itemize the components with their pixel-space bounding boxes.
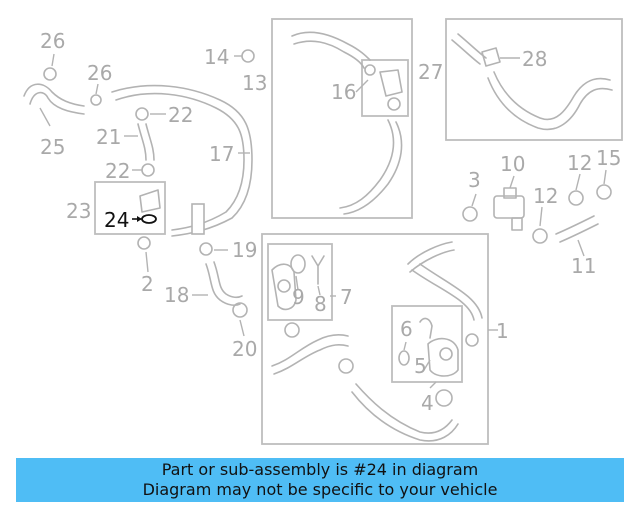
info-banner: Part or sub-assembly is #24 in diagram D…: [16, 458, 624, 502]
callout-3: 3: [468, 168, 481, 192]
callout-10: 10: [500, 152, 525, 176]
callout-12-right: 12: [567, 151, 592, 175]
fitting-28: [481, 47, 501, 67]
housing-5: [427, 337, 459, 377]
callout-11: 11: [571, 254, 596, 278]
callout-6: 6: [400, 317, 413, 341]
hose-1-upper: [407, 241, 483, 321]
callout-12-left: 12: [533, 184, 558, 208]
callout-14: 14: [204, 45, 229, 69]
callout-15: 15: [596, 146, 621, 170]
callout-8: 8: [314, 292, 327, 316]
box-1: [261, 233, 489, 445]
callout-26-right: 26: [87, 61, 112, 85]
box-27: [445, 18, 623, 141]
box-13: [271, 18, 413, 219]
callout-26-left: 26: [40, 29, 65, 53]
callout-9: 9: [292, 285, 305, 309]
callout-23: 23: [66, 199, 91, 223]
hose-13: [291, 31, 403, 215]
leader-24: [132, 216, 142, 222]
callout-22-top: 22: [168, 103, 193, 127]
callout-17: 17: [209, 142, 234, 166]
callout-19: 19: [232, 238, 257, 262]
callout-4: 4: [421, 391, 434, 415]
oring-24: [141, 214, 157, 224]
callout-16: 16: [331, 80, 356, 104]
seal-9: [290, 254, 306, 274]
banner-line-2: Diagram may not be specific to your vehi…: [142, 480, 498, 499]
sensor-6: [398, 317, 433, 366]
callout-25: 25: [40, 135, 65, 159]
hose-21: [137, 123, 155, 161]
box-7: [267, 243, 333, 321]
callout-20: 20: [232, 337, 257, 361]
pipe-17: [111, 84, 253, 237]
leader-lines: [39, 53, 607, 389]
callout-28: 28: [522, 47, 547, 71]
housing-16: [379, 69, 403, 111]
callout-1: 1: [496, 319, 509, 343]
housing-9: [271, 263, 297, 311]
hose-25: [23, 83, 85, 115]
sensor-8: [311, 255, 325, 285]
callout-27: 27: [418, 60, 443, 84]
callout-7: 7: [340, 285, 353, 309]
banner-line-1: Part or sub-assembly is #24 in diagram: [161, 460, 479, 479]
clamps: [43, 49, 612, 407]
box-16: [361, 59, 409, 117]
callout-24: 24: [104, 208, 129, 232]
callout-21: 21: [96, 125, 121, 149]
box-4: [391, 305, 463, 383]
callout-18: 18: [164, 283, 189, 307]
callout-5: 5: [414, 354, 427, 378]
callout-numbers: 26 26 25 14 13 22 21 22 17 16 27 28 23 2…: [40, 29, 621, 415]
box-23: [94, 181, 166, 235]
hose-11: [555, 215, 599, 243]
hose-18: [205, 261, 243, 306]
hose-1-lower: [271, 334, 459, 442]
valve-10: [493, 187, 525, 231]
callout-13: 13: [242, 71, 267, 95]
callout-2: 2: [141, 272, 154, 296]
callout-22-bottom: 22: [105, 159, 130, 183]
pump-23: [139, 189, 161, 213]
